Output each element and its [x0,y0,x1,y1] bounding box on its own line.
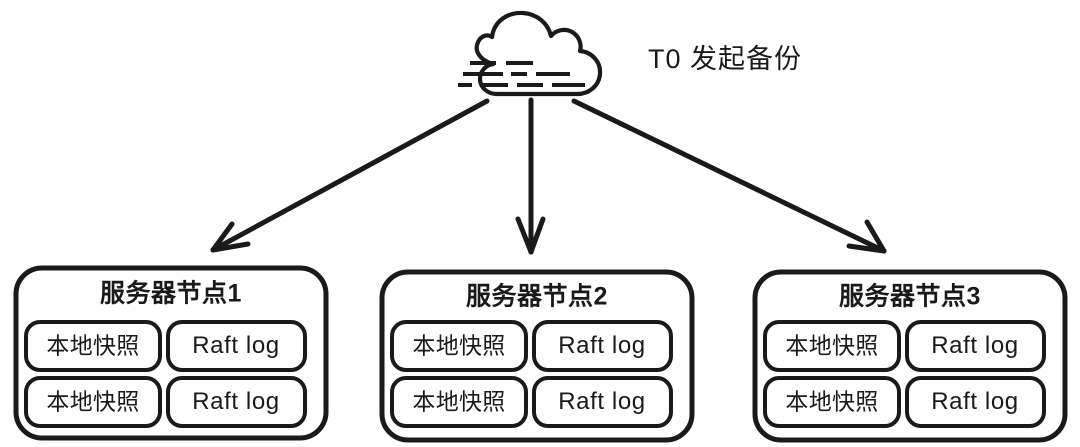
node-2-title: 服务器节点2 [466,282,608,311]
node-1-snapshot-1: 本地快照 [46,332,140,359]
node-3-raftlog-1: Raft log [931,332,1019,359]
cloud-icon [474,10,603,97]
node-1-raftlog-2: Raft log [192,388,280,415]
arrow-to-node-3 [571,98,887,254]
node-1-shape [13,265,329,441]
arrow-to-node-2 [515,97,546,255]
backup-trigger-label: T0 发起备份 [648,44,803,74]
node-2-snapshot-1: 本地快照 [412,332,506,359]
node-3-raftlog-2: Raft log [931,388,1019,415]
arrow-to-node-1 [210,98,490,253]
node-3-shape [752,269,1068,443]
node-2-raftlog-1: Raft log [558,332,646,359]
node-3-snapshot-2: 本地快照 [785,388,879,415]
node-3-snapshot-1: 本地快照 [785,332,879,359]
node-1-snapshot-2: 本地快照 [46,388,140,415]
node-1-title: 服务器节点1 [100,279,242,308]
node-3-title: 服务器节点3 [839,282,981,311]
node-2-shape [379,269,695,443]
node-2-snapshot-2: 本地快照 [412,388,506,415]
cloud-wind-dashes [458,61,585,87]
node-1-raftlog-1: Raft log [192,332,280,359]
node-2-raftlog-2: Raft log [558,388,646,415]
